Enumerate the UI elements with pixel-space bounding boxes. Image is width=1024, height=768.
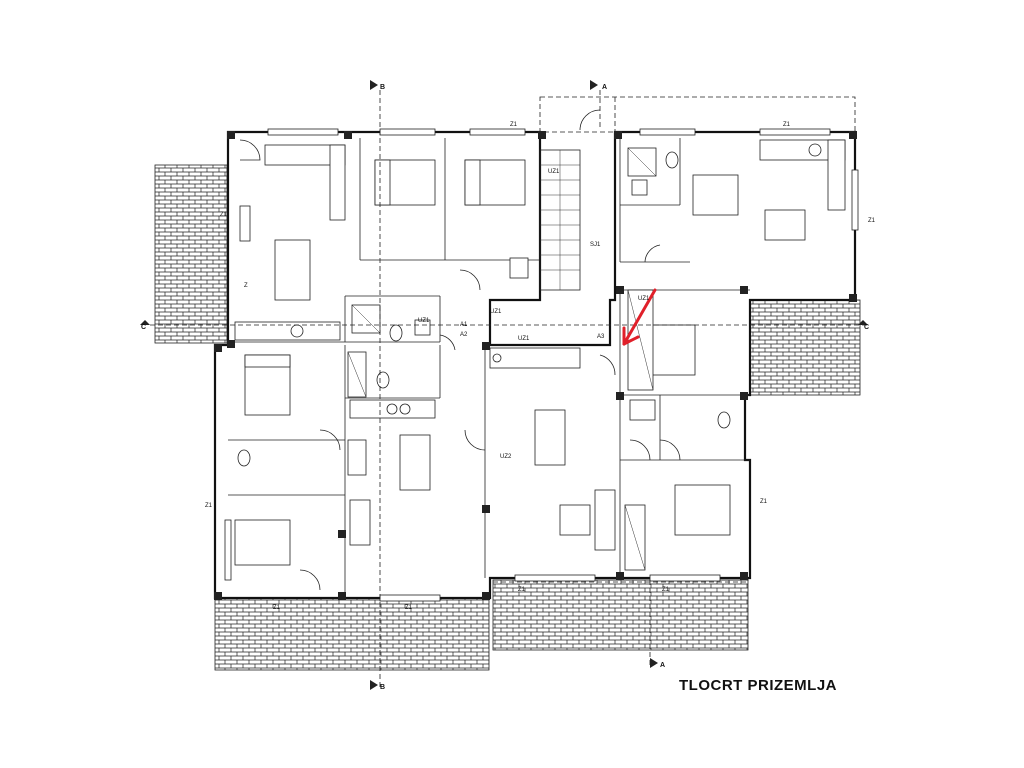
section-label-a-top: A bbox=[602, 84, 607, 91]
label-uz1-c: UZ1 bbox=[518, 336, 530, 342]
label-a1: A1 bbox=[460, 322, 468, 328]
label-z1-bottom-d: Z1 bbox=[662, 587, 670, 593]
label-z1-right-low: Z1 bbox=[760, 499, 768, 505]
section-label-c-left: C bbox=[141, 324, 146, 331]
label-z1-bottom-c: Z1 bbox=[518, 587, 526, 593]
stove-icon bbox=[290, 324, 304, 338]
label-z1-left-top: Z1 bbox=[220, 212, 228, 218]
section-markers bbox=[140, 80, 870, 690]
red-arrow-icon bbox=[622, 288, 657, 346]
label-sj1: SJ1 bbox=[590, 242, 601, 248]
terrace-bottom-right bbox=[492, 579, 749, 651]
label-z1-bottom-b: Z1 bbox=[405, 605, 413, 611]
structural-columns bbox=[214, 131, 857, 600]
kitchen-counters bbox=[234, 139, 846, 419]
windows bbox=[224, 128, 859, 602]
label-uz1-a: UZ1 bbox=[548, 169, 560, 175]
sofa-icon bbox=[264, 144, 806, 551]
label-z1-top-a: Z1 bbox=[510, 122, 518, 128]
label-uz1-b: UZ1 bbox=[490, 309, 502, 315]
stair-icon bbox=[539, 149, 581, 291]
shower-icon bbox=[347, 147, 657, 571]
label-uz1-e: UZ1 bbox=[638, 296, 650, 302]
page-title: TLOCRT PRIZEMLJA bbox=[679, 677, 837, 694]
label-z: Z bbox=[244, 283, 248, 289]
section-label-a-bottom: A bbox=[660, 662, 665, 669]
terrace-bottom-left bbox=[214, 597, 490, 671]
label-a3: A3 bbox=[597, 334, 605, 340]
terrace-right bbox=[749, 299, 861, 396]
section-label-b-top: B bbox=[380, 84, 385, 91]
sink-icon bbox=[239, 179, 656, 421]
terrace-left bbox=[154, 164, 228, 344]
label-a2: A2 bbox=[460, 332, 468, 338]
label-uz2: UZ2 bbox=[500, 454, 512, 460]
dining-table-icon bbox=[274, 174, 739, 536]
toilet-icon bbox=[237, 151, 731, 467]
label-z1-left: Z1 bbox=[205, 503, 213, 509]
label-z1-bottom-a: Z1 bbox=[273, 605, 281, 611]
label-z1-top-b: Z1 bbox=[783, 122, 791, 128]
section-label-b-bottom: B bbox=[380, 684, 385, 691]
label-uz1-d: UZ1 bbox=[418, 318, 430, 324]
door-swings bbox=[239, 109, 681, 591]
section-label-c-right: C bbox=[864, 324, 869, 331]
label-z1-right: Z1 bbox=[868, 218, 876, 224]
